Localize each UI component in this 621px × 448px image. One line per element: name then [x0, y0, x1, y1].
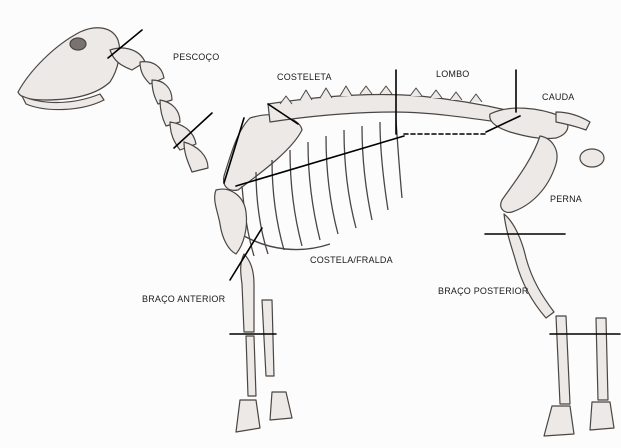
- eye-socket: [70, 38, 86, 50]
- front-hoof-left: [236, 400, 260, 432]
- label-perna: PERNA: [550, 195, 582, 204]
- label-braco-anterior: BRAÇO ANTERIOR: [142, 295, 225, 304]
- front-cannon-left: [246, 336, 256, 396]
- front-cannon-right: [262, 300, 274, 376]
- label-costela-fralda: COSTELA/FRALDA: [310, 256, 393, 265]
- hind-hoof-right: [590, 402, 614, 430]
- tibia: [504, 214, 554, 318]
- label-costeleta: COSTELETA: [277, 73, 332, 82]
- femur: [501, 136, 557, 212]
- hip-joint: [580, 149, 604, 167]
- front-hoof-right: [270, 392, 292, 420]
- sternum: [244, 236, 330, 250]
- hind-cannon-right: [596, 318, 608, 400]
- label-pescoco: PESCOÇO: [173, 53, 219, 62]
- hind-cannon-left: [556, 316, 570, 404]
- label-braco-posterior: BRAÇO POSTERIOR: [438, 287, 529, 296]
- neck-vertebra: [184, 142, 208, 172]
- front-radius: [241, 254, 254, 332]
- humerus: [215, 189, 247, 254]
- hind-hoof-left: [544, 406, 574, 436]
- skull: [18, 28, 120, 100]
- label-cauda: CAUDA: [542, 93, 575, 102]
- label-lombo: LOMBO: [436, 70, 470, 79]
